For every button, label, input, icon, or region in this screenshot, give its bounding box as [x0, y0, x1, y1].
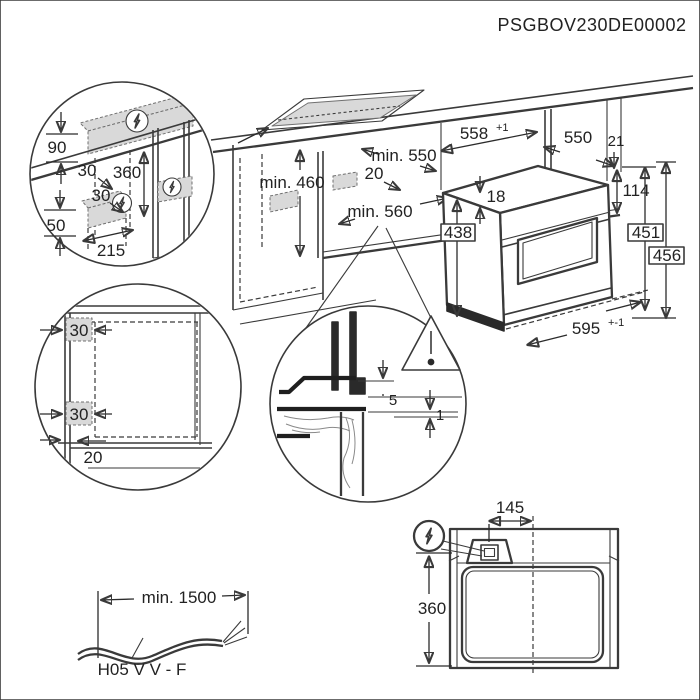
- lightning-bolt-icon: [412, 519, 485, 557]
- terminal-box-inner: [483, 547, 496, 558]
- dim-558-tolerance: +1: [496, 122, 509, 134]
- dim-451: 451: [632, 223, 660, 242]
- gap-dimensions: 5 1: [383, 360, 444, 438]
- dim-30-top: 30: [78, 161, 97, 180]
- dim-30-side-bottom: 30: [70, 405, 89, 424]
- spacer-block-bottom: [65, 401, 93, 426]
- dim-20-back: 20: [365, 164, 384, 183]
- lightning-bolt-icon: [111, 192, 133, 214]
- socket-zone-detail: 90 30 360 30 50 215: [29, 81, 215, 267]
- dim-595-tolerance: +-1: [608, 317, 624, 329]
- dim-145: 145: [496, 498, 524, 517]
- dim-min-1500: min. 1500: [142, 588, 217, 607]
- dim-456: 456: [653, 246, 681, 265]
- dim-30-side-top: 30: [70, 321, 89, 340]
- cable-type-label: H05 V V - F: [98, 660, 187, 679]
- terminal-box: [480, 544, 499, 561]
- dim-90: 90: [48, 138, 67, 157]
- hob-cutout-inner: [271, 94, 417, 127]
- cavity-inner: [465, 570, 600, 659]
- dim-50: 50: [47, 216, 66, 235]
- cabinet-isometric: min. 460 min. 550 20 min. 560: [232, 89, 621, 336]
- oven-top-view: 145 360: [412, 498, 620, 674]
- dim-min-460: min. 460: [259, 173, 324, 192]
- dim-1: 1: [436, 407, 444, 424]
- top-view-outline: [448, 527, 620, 670]
- oven-isometric: 558 +1 550 21 18 114 438 451 456: [441, 98, 685, 345]
- dim-min-550: min. 550: [371, 146, 436, 165]
- spacer-block-top: [65, 317, 93, 342]
- front-view-dimensions: 30 30 20: [40, 321, 112, 467]
- dim-215: 215: [97, 241, 125, 260]
- socket-box-left: [269, 189, 299, 213]
- cable-curve: [77, 638, 223, 660]
- dim-595: 595: [572, 319, 600, 338]
- dim-18: 18: [487, 187, 506, 206]
- dim-558: 558: [460, 124, 488, 143]
- mains-cable: min. 1500 H05 V V - F: [77, 588, 249, 679]
- dim-20-front: 20: [84, 448, 103, 467]
- dim-5: 5: [389, 392, 397, 409]
- gap-detail: 5 1: [269, 305, 467, 503]
- detail-circle-frame: [34, 283, 242, 491]
- dim-438: 438: [444, 223, 472, 242]
- oven-door-window-inner: [522, 221, 593, 280]
- front-view-detail: 30 30 20: [34, 283, 242, 491]
- dim-550: 550: [564, 128, 592, 147]
- oven-door-window: [516, 216, 599, 286]
- socket-box-back: [332, 171, 358, 191]
- warning-triangle-icon: [401, 315, 461, 371]
- oven-dimensions: 558 +1 550 21 18 114 438 451 456: [441, 122, 685, 345]
- lightning-bolt-icon: [125, 109, 149, 133]
- dim-21: 21: [608, 133, 625, 150]
- cable-wire-ends: [222, 620, 248, 646]
- dim-360: 360: [418, 599, 446, 618]
- gap-detail-scene: [277, 311, 462, 496]
- cable-curve: [77, 643, 224, 665]
- worktop-lines: [210, 75, 694, 154]
- dim-30-bottom: 30: [92, 186, 111, 205]
- cabinet-dimensions: min. 460 min. 550 20 min. 560: [259, 146, 448, 256]
- hob-cutout-outer: [261, 89, 425, 131]
- socket-dimensions: 90 30 360 30 50 215: [44, 112, 144, 260]
- dim-min-560: min. 560: [347, 202, 412, 221]
- lightning-bolt-icon: [162, 177, 182, 197]
- top-view-dimensions: 145 360: [416, 498, 531, 667]
- dim-360: 360: [113, 163, 141, 182]
- document-code: PSGBOV230DE00002: [497, 15, 686, 35]
